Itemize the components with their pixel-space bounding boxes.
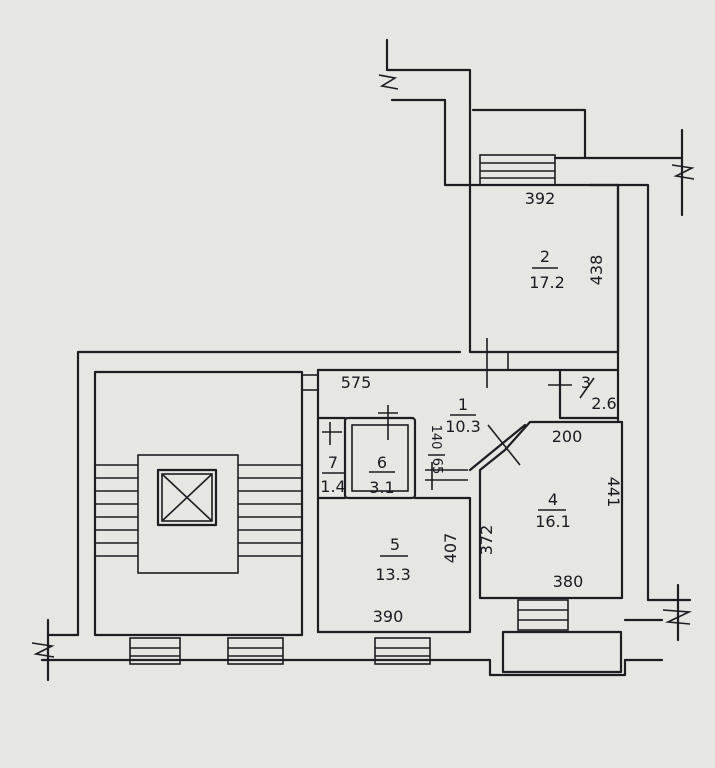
dimension-labels: 392 438 575 200 441 372 380 407 390 140 … — [341, 189, 623, 626]
break-symbols — [31, 74, 695, 658]
room-5-walls — [316, 496, 472, 634]
room-6-7-walls — [316, 405, 468, 500]
room-6-area: 3.1 — [369, 478, 394, 497]
room-2-walls — [468, 183, 620, 422]
room-7-area: 1.4 — [320, 477, 345, 496]
dim-room2-length: 438 — [587, 255, 606, 286]
room-3-walls — [548, 368, 620, 420]
room-3-number: 3 — [581, 373, 591, 392]
room-1-area: 10.3 — [445, 417, 481, 436]
stair-treads-left — [95, 464, 138, 557]
dim-room4-right: 441 — [604, 477, 623, 508]
dim-room5-bottom: 390 — [373, 607, 404, 626]
dim-room2-width: 392 — [525, 189, 556, 208]
bottom-windows — [129, 599, 623, 674]
dim-room4-top: 200 — [552, 427, 583, 446]
room-5-number: 5 — [390, 535, 400, 554]
dim-room4-left: 372 — [477, 525, 496, 556]
room-4-area: 16.1 — [535, 512, 571, 531]
room-6-number: 6 — [377, 453, 387, 472]
room-2-area: 17.2 — [529, 273, 565, 292]
room-4-number: 4 — [548, 490, 558, 509]
room-1-number: 1 — [458, 395, 468, 414]
room-labels: 2 17.2 1 10.3 3 2.6 4 16.1 5 13.3 6 3.1 … — [320, 247, 616, 584]
dim-small-wall-b: 65 — [429, 458, 444, 475]
dim-small-wall-a: 140 — [428, 425, 443, 450]
room-3-area: 2.6 — [591, 394, 616, 413]
dim-room4-bottom: 380 — [553, 572, 584, 591]
outer-walls — [40, 38, 692, 682]
staircase — [137, 454, 239, 574]
room-4-walls — [468, 420, 624, 600]
room-7-number: 7 — [328, 453, 338, 472]
hall-walls — [303, 368, 620, 634]
dim-room5-right: 407 — [441, 533, 460, 564]
dim-hall-length: 575 — [341, 373, 372, 392]
room-5-area: 13.3 — [375, 565, 411, 584]
entry-stair-top — [479, 154, 556, 186]
stair-treads-right — [238, 464, 302, 557]
room-2-number: 2 — [540, 247, 550, 266]
